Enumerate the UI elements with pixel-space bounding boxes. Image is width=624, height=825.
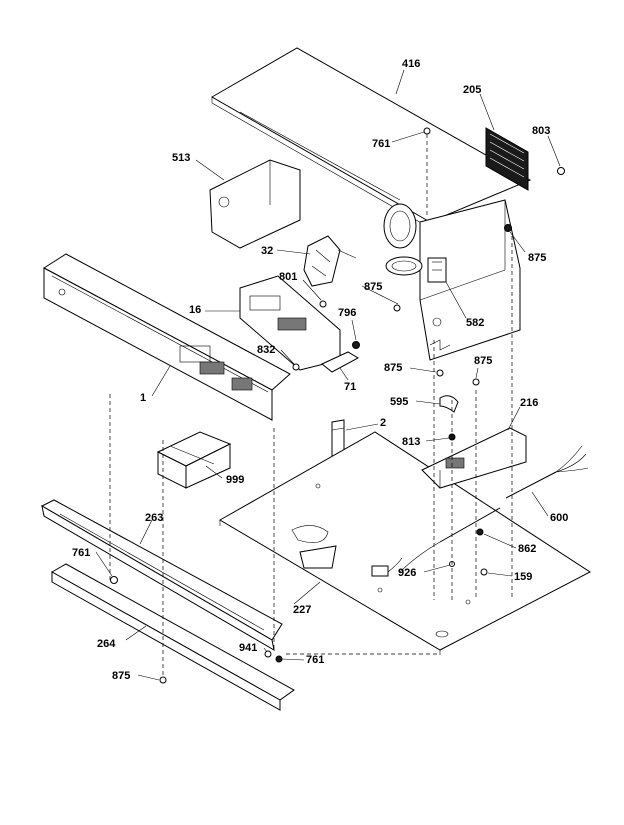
callout-1: 1 [140,392,146,404]
leader-lines [95,69,561,681]
screw-832 [292,363,300,371]
callout-416: 416 [402,58,420,70]
callout-2: 2 [380,417,386,429]
callout-71: 71 [344,381,356,393]
callout-875-br: 875 [474,355,492,367]
screw-801 [319,300,327,308]
blower-housing [383,203,417,249]
callout-832: 832 [257,344,275,356]
screw-761-bottom [275,655,283,663]
connector-862 [476,528,484,536]
callout-813: 813 [402,436,420,448]
front-trim [40,499,283,651]
callout-216: 216 [520,397,538,409]
clip-595 [439,395,459,413]
screw-803 [557,167,565,175]
callout-16: 16 [189,304,201,316]
callout-264: 264 [97,638,116,650]
callout-875-bl: 875 [384,362,402,374]
callout-761-top: 761 [372,138,390,150]
callout-595: 595 [390,396,408,408]
callout-513: 513 [172,152,190,164]
screw-761-top [423,127,431,135]
callout-796: 796 [338,307,356,319]
door-lock-actuator [303,235,357,287]
screw-875-bl [436,369,444,377]
screw-941 [264,650,272,658]
screw-875-bottom [159,676,167,684]
control-panel [43,253,291,421]
left-side-bracket [209,159,301,249]
callout-875-mid: 875 [364,281,382,293]
relay-cover [421,427,527,489]
bracket-71 [321,351,360,373]
callout-875-right: 875 [528,252,546,264]
callout-803: 803 [532,125,550,137]
screw-796 [352,341,360,349]
callout-761-left: 761 [72,547,90,559]
callout-227: 227 [293,604,311,616]
right-side-panel [419,199,521,361]
wire-harness [371,445,589,577]
bottom-panel [219,431,591,655]
screw-875-right [504,224,512,232]
box-999 [156,431,232,489]
screw-159 [480,568,488,576]
callout-159: 159 [514,571,532,583]
callout-263: 263 [145,512,163,524]
fan-motor [385,256,447,283]
callout-999: 999 [226,474,244,486]
screw-761-left [110,576,118,584]
callout-600: 600 [550,512,568,524]
callout-801: 801 [279,271,297,283]
callout-205: 205 [463,84,481,96]
lower-trim-strip [50,563,295,711]
callout-761-bottom: 761 [306,654,324,666]
assembly-guide-lines [109,236,513,676]
rear-vent-grille [485,127,529,191]
callout-32: 32 [261,245,273,257]
screw-875-br [472,378,480,386]
screw-875-mid [393,304,401,312]
callout-582: 582 [466,317,484,329]
callout-862: 862 [518,543,536,555]
callout-875-bottom: 875 [112,670,130,682]
callout-941: 941 [239,642,257,654]
callout-labels: 416 205 803 761 513 32 875 801 875 16 79… [72,58,568,682]
callout-926: 926 [398,567,416,579]
